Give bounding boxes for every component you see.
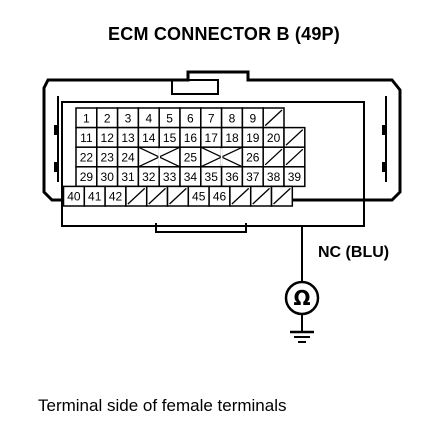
connector-housing — [42, 70, 402, 202]
terminal-label-31: 31 — [121, 170, 135, 184]
terminal-label-41: 41 — [88, 190, 102, 204]
unused-cavity-mark — [169, 187, 187, 205]
terminal-label-37: 37 — [246, 170, 260, 184]
terminal-label-39: 39 — [288, 170, 302, 184]
terminal-label-3: 3 — [125, 111, 132, 125]
unused-cavity-mark — [264, 148, 283, 166]
terminal-cell — [137, 146, 160, 168]
terminal-label-12: 12 — [101, 131, 115, 145]
terminal-label-32: 32 — [142, 170, 156, 184]
terminal-label-25: 25 — [184, 151, 198, 165]
terminal-label-7: 7 — [208, 111, 215, 125]
terminal-label-5: 5 — [166, 111, 173, 125]
terminal-label-42: 42 — [109, 190, 123, 204]
connector-latch — [171, 79, 219, 95]
terminal-label-4: 4 — [145, 111, 152, 125]
terminal-label-18: 18 — [225, 131, 239, 145]
unused-cavity-mark — [148, 187, 166, 205]
terminal-label-29: 29 — [80, 170, 94, 184]
terminal-label-15: 15 — [163, 131, 177, 145]
terminal-label-40: 40 — [67, 190, 81, 204]
terminal-cell — [200, 146, 223, 168]
ohmmeter-icon: Ω — [284, 280, 320, 316]
terminal-label-16: 16 — [184, 131, 198, 145]
terminal-label-35: 35 — [205, 170, 219, 184]
terminal-label-19: 19 — [246, 131, 260, 145]
terminal-label-36: 36 — [225, 170, 239, 184]
unused-cavity-mark — [252, 187, 270, 205]
terminal-label-8: 8 — [229, 111, 236, 125]
terminal-label-14: 14 — [142, 131, 156, 145]
terminal-label-22: 22 — [80, 151, 94, 165]
unused-cavity-mark — [127, 187, 146, 205]
terminal-label-46: 46 — [213, 190, 227, 204]
terminal-label-6: 6 — [187, 111, 194, 125]
terminal-cell — [220, 146, 244, 168]
terminal-label-45: 45 — [192, 190, 206, 204]
unused-cavity-mark — [273, 187, 291, 205]
terminal-label-17: 17 — [205, 131, 219, 145]
terminal-label-13: 13 — [121, 131, 135, 145]
terminal-label-9: 9 — [249, 111, 256, 125]
svg-text:Ω: Ω — [293, 286, 310, 310]
probe-label: NC (BLU) — [318, 244, 390, 261]
unused-cavity-mark — [231, 187, 250, 205]
terminal-field — [61, 101, 365, 227]
unused-cavity-mark — [285, 148, 304, 166]
connector-key — [155, 223, 247, 233]
terminal-cell — [283, 166, 306, 188]
terminal-label-24: 24 — [121, 151, 135, 165]
diagram-title: ECM CONNECTOR B (49P) — [108, 24, 340, 44]
terminal-label-20: 20 — [267, 131, 281, 145]
terminal-label-30: 30 — [101, 170, 115, 184]
diagram-caption: Terminal side of female terminals — [38, 396, 287, 415]
terminal-label-38: 38 — [267, 170, 281, 184]
terminal-cell — [158, 146, 181, 168]
terminal-label-11: 11 — [80, 131, 93, 145]
unused-cavity-mark — [285, 129, 304, 146]
terminal-label-34: 34 — [184, 170, 198, 184]
unused-cavity-mark — [264, 109, 283, 127]
terminal-label-23: 23 — [101, 151, 115, 165]
ground-icon — [290, 314, 314, 343]
terminal-label-26: 26 — [246, 151, 260, 165]
terminal-label-33: 33 — [163, 170, 177, 184]
terminal-label-2: 2 — [104, 111, 111, 125]
terminal-label-1: 1 — [83, 111, 90, 125]
